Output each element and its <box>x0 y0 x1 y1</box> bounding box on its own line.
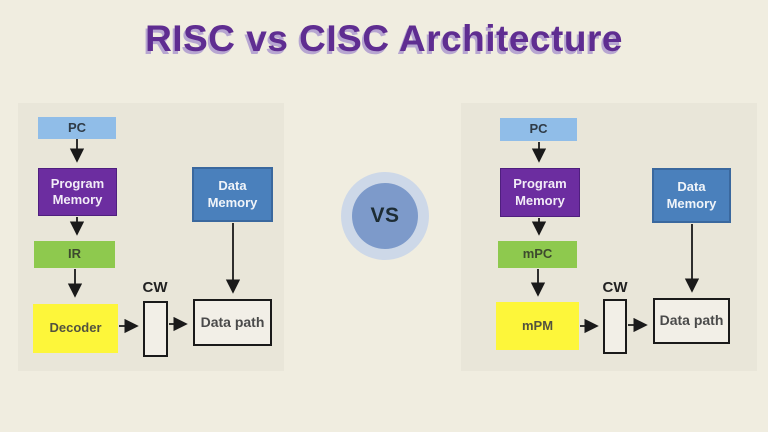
vs-badge-inner-circle: VS <box>352 183 418 249</box>
risc-program-memory-box: Program Memory <box>38 168 117 216</box>
cisc-mpc-box: mPC <box>498 241 577 268</box>
vs-badge: VS <box>341 172 429 260</box>
cisc-cw-box <box>603 299 627 354</box>
risc-ir-box: IR <box>34 241 115 268</box>
cisc-mpm-box: mPM <box>496 302 579 350</box>
cisc-pc-box: PC <box>500 118 577 141</box>
risc-data-memory-box: Data Memory <box>192 167 273 222</box>
risc-pc-box: PC <box>38 117 116 139</box>
risc-cw-box <box>143 301 168 357</box>
cisc-data-memory-box: Data Memory <box>652 168 731 223</box>
cisc-program-memory-box: Program Memory <box>500 168 580 217</box>
cisc-data-path-box: Data path <box>653 298 730 344</box>
risc-decoder-box: Decoder <box>33 304 118 353</box>
vs-label: VS <box>370 204 400 227</box>
risc-data-path-box: Data path <box>193 299 272 346</box>
page-title: RISC vs CISC Architecture <box>145 18 623 59</box>
cisc-cw-label: CW <box>602 279 628 296</box>
risc-cw-label: CW <box>142 279 168 296</box>
